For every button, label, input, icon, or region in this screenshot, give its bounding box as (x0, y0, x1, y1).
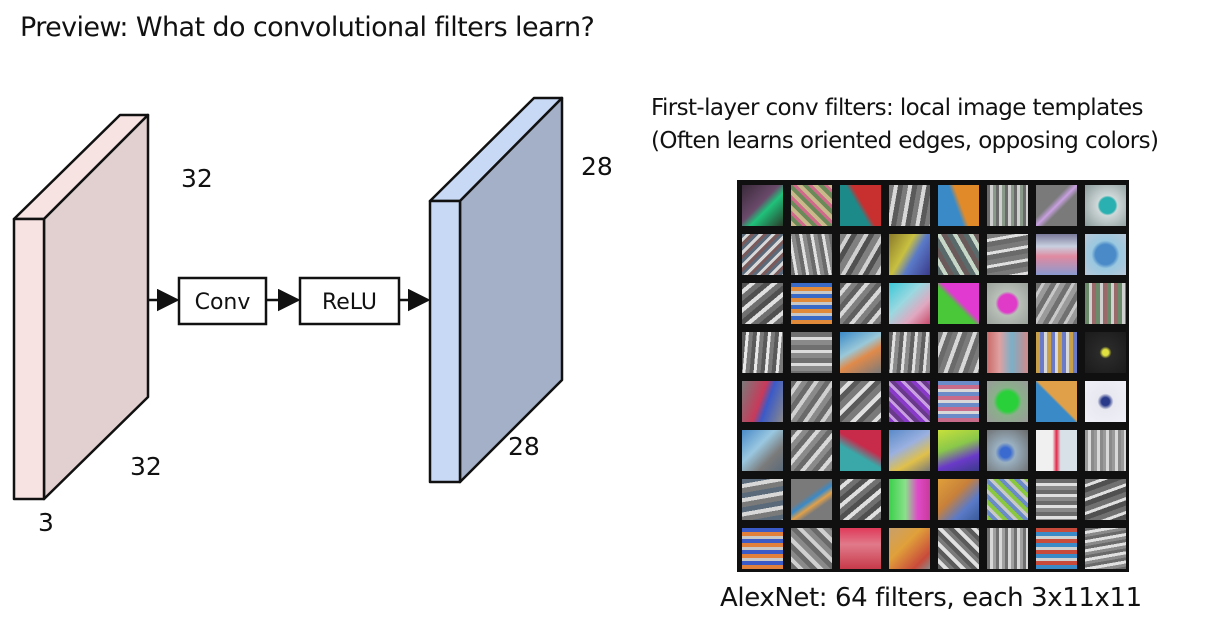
filter-tile (840, 332, 881, 373)
filter-tile (1085, 528, 1126, 569)
filter-tile (1036, 185, 1077, 226)
filter-tile (1085, 381, 1126, 422)
filter-tile (1036, 381, 1077, 422)
filters-caption-line-2: (Often learns oriented edges, opposing c… (651, 128, 1159, 154)
input-height-label: 32 (181, 164, 213, 193)
filter-tile (840, 479, 881, 520)
filter-tile (938, 381, 979, 422)
filter-tile (791, 381, 832, 422)
filter-tile (1036, 430, 1077, 471)
conv-op-box: Conv (177, 276, 268, 326)
filter-tile (889, 234, 930, 275)
filter-tile (987, 234, 1028, 275)
filter-tile (938, 479, 979, 520)
filter-tile (742, 234, 783, 275)
filter-tile (987, 283, 1028, 324)
filter-tile (791, 479, 832, 520)
filter-tile (791, 234, 832, 275)
filter-tile (742, 332, 783, 373)
filter-tile (889, 185, 930, 226)
alexnet-filter-grid (737, 180, 1129, 572)
input-width-label: 32 (130, 452, 162, 481)
filter-tile (889, 283, 930, 324)
filter-tile (1036, 283, 1077, 324)
input-volume (12, 113, 150, 501)
filters-caption-line-1: First-layer conv filters: local image te… (651, 95, 1144, 121)
filter-tile (987, 528, 1028, 569)
filter-tile (1036, 479, 1077, 520)
relu-op-box: ReLU (298, 276, 401, 326)
filter-tile (840, 430, 881, 471)
filter-tile (840, 528, 881, 569)
filter-tile (840, 185, 881, 226)
output-volume (428, 96, 564, 484)
filter-tile (791, 332, 832, 373)
input-depth-label: 3 (38, 508, 54, 537)
output-width-label: 28 (508, 432, 540, 461)
filter-tile (791, 185, 832, 226)
filter-tile (742, 528, 783, 569)
filter-tile (889, 332, 930, 373)
output-height-label: 28 (581, 152, 613, 181)
filter-tile (938, 528, 979, 569)
filter-tile (742, 283, 783, 324)
conv-op-label: Conv (195, 290, 251, 315)
filter-tile (1085, 185, 1126, 226)
filter-tile (1085, 283, 1126, 324)
filter-tile (742, 479, 783, 520)
filter-tile (1085, 430, 1126, 471)
output-volume-front-face (428, 199, 462, 484)
filter-tile (987, 381, 1028, 422)
input-volume-front-face (12, 217, 46, 501)
filter-tile (1036, 234, 1077, 275)
filter-tile (791, 283, 832, 324)
filter-tile (1085, 479, 1126, 520)
filter-tile (889, 528, 930, 569)
filter-tile (889, 430, 930, 471)
conv-relu-diagram: Conv ReLU (12, 96, 564, 501)
relu-op-label: ReLU (322, 290, 377, 315)
filter-tile (1036, 528, 1077, 569)
filter-tile (987, 430, 1028, 471)
filter-tile (1085, 332, 1126, 373)
filter-tile (938, 185, 979, 226)
filter-tile (987, 185, 1028, 226)
filter-tile (938, 332, 979, 373)
filter-tile (889, 479, 930, 520)
filter-tile (742, 430, 783, 471)
filter-tile (938, 430, 979, 471)
filter-tile (987, 479, 1028, 520)
filter-tile (840, 234, 881, 275)
filter-tile (840, 381, 881, 422)
filter-tile (791, 430, 832, 471)
filter-tile (742, 185, 783, 226)
filter-tile (987, 332, 1028, 373)
filter-tile (742, 381, 783, 422)
filter-tile (938, 283, 979, 324)
filter-tile (889, 381, 930, 422)
filter-tile (1036, 332, 1077, 373)
filter-tile (791, 528, 832, 569)
slide-title: Preview: What do convolutional filters l… (20, 12, 595, 43)
filter-tile (1085, 234, 1126, 275)
filter-tile (938, 234, 979, 275)
filter-tile (840, 283, 881, 324)
alexnet-caption: AlexNet: 64 filters, each 3x11x11 (720, 583, 1142, 613)
